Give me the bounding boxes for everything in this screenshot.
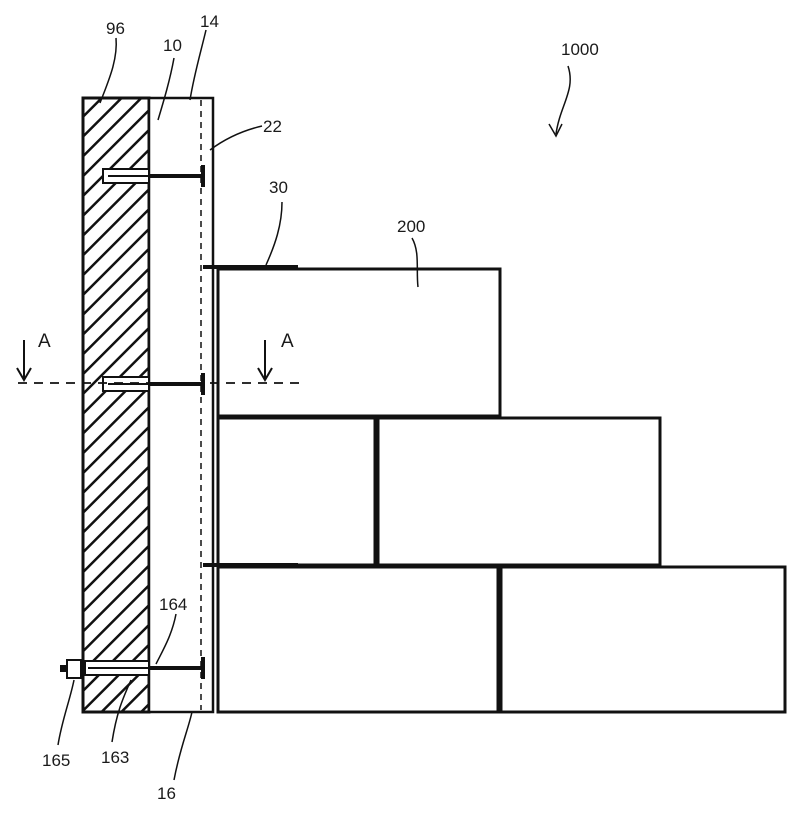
block-200-top [216, 267, 502, 418]
fastener-upper [102, 165, 205, 187]
leader-10 [157, 57, 175, 121]
leader-22 [209, 125, 263, 151]
label-165: 165 [42, 751, 70, 770]
leader-30 [265, 201, 283, 266]
section-arrow-left [16, 340, 32, 382]
label-section-a-right: A [281, 331, 294, 352]
section-arrow-right [257, 340, 273, 382]
label-10: 10 [163, 36, 182, 55]
block-middle-left [216, 416, 377, 567]
backing-wall-96 [81, 96, 151, 714]
label-96: 96 [106, 19, 125, 38]
fastener-middle [102, 373, 205, 395]
label-163: 163 [101, 748, 129, 767]
fastener-nut-165 [66, 659, 82, 679]
label-16: 16 [157, 784, 176, 803]
block-bottom-left [216, 565, 500, 714]
label-section-a-left: A [38, 331, 51, 352]
leader-14 [189, 29, 207, 101]
leader-165 [57, 679, 75, 746]
leader-96 [99, 37, 117, 104]
leader-16 [173, 711, 193, 781]
block-bottom-right [499, 565, 787, 714]
label-164: 164 [159, 595, 187, 614]
label-14: 14 [200, 12, 219, 31]
label-22: 22 [263, 117, 282, 136]
leader-200 [411, 237, 419, 288]
leader-1000 [555, 65, 571, 135]
label-1000: 1000 [561, 40, 599, 59]
block-middle-right [376, 416, 662, 567]
leader-164 [155, 613, 177, 665]
label-30: 30 [269, 178, 288, 197]
panel-10 [147, 96, 215, 714]
leader-163 [111, 679, 132, 743]
fastener-lower [60, 657, 205, 679]
leader-1000-arrowhead [548, 123, 563, 138]
label-200: 200 [397, 217, 425, 236]
